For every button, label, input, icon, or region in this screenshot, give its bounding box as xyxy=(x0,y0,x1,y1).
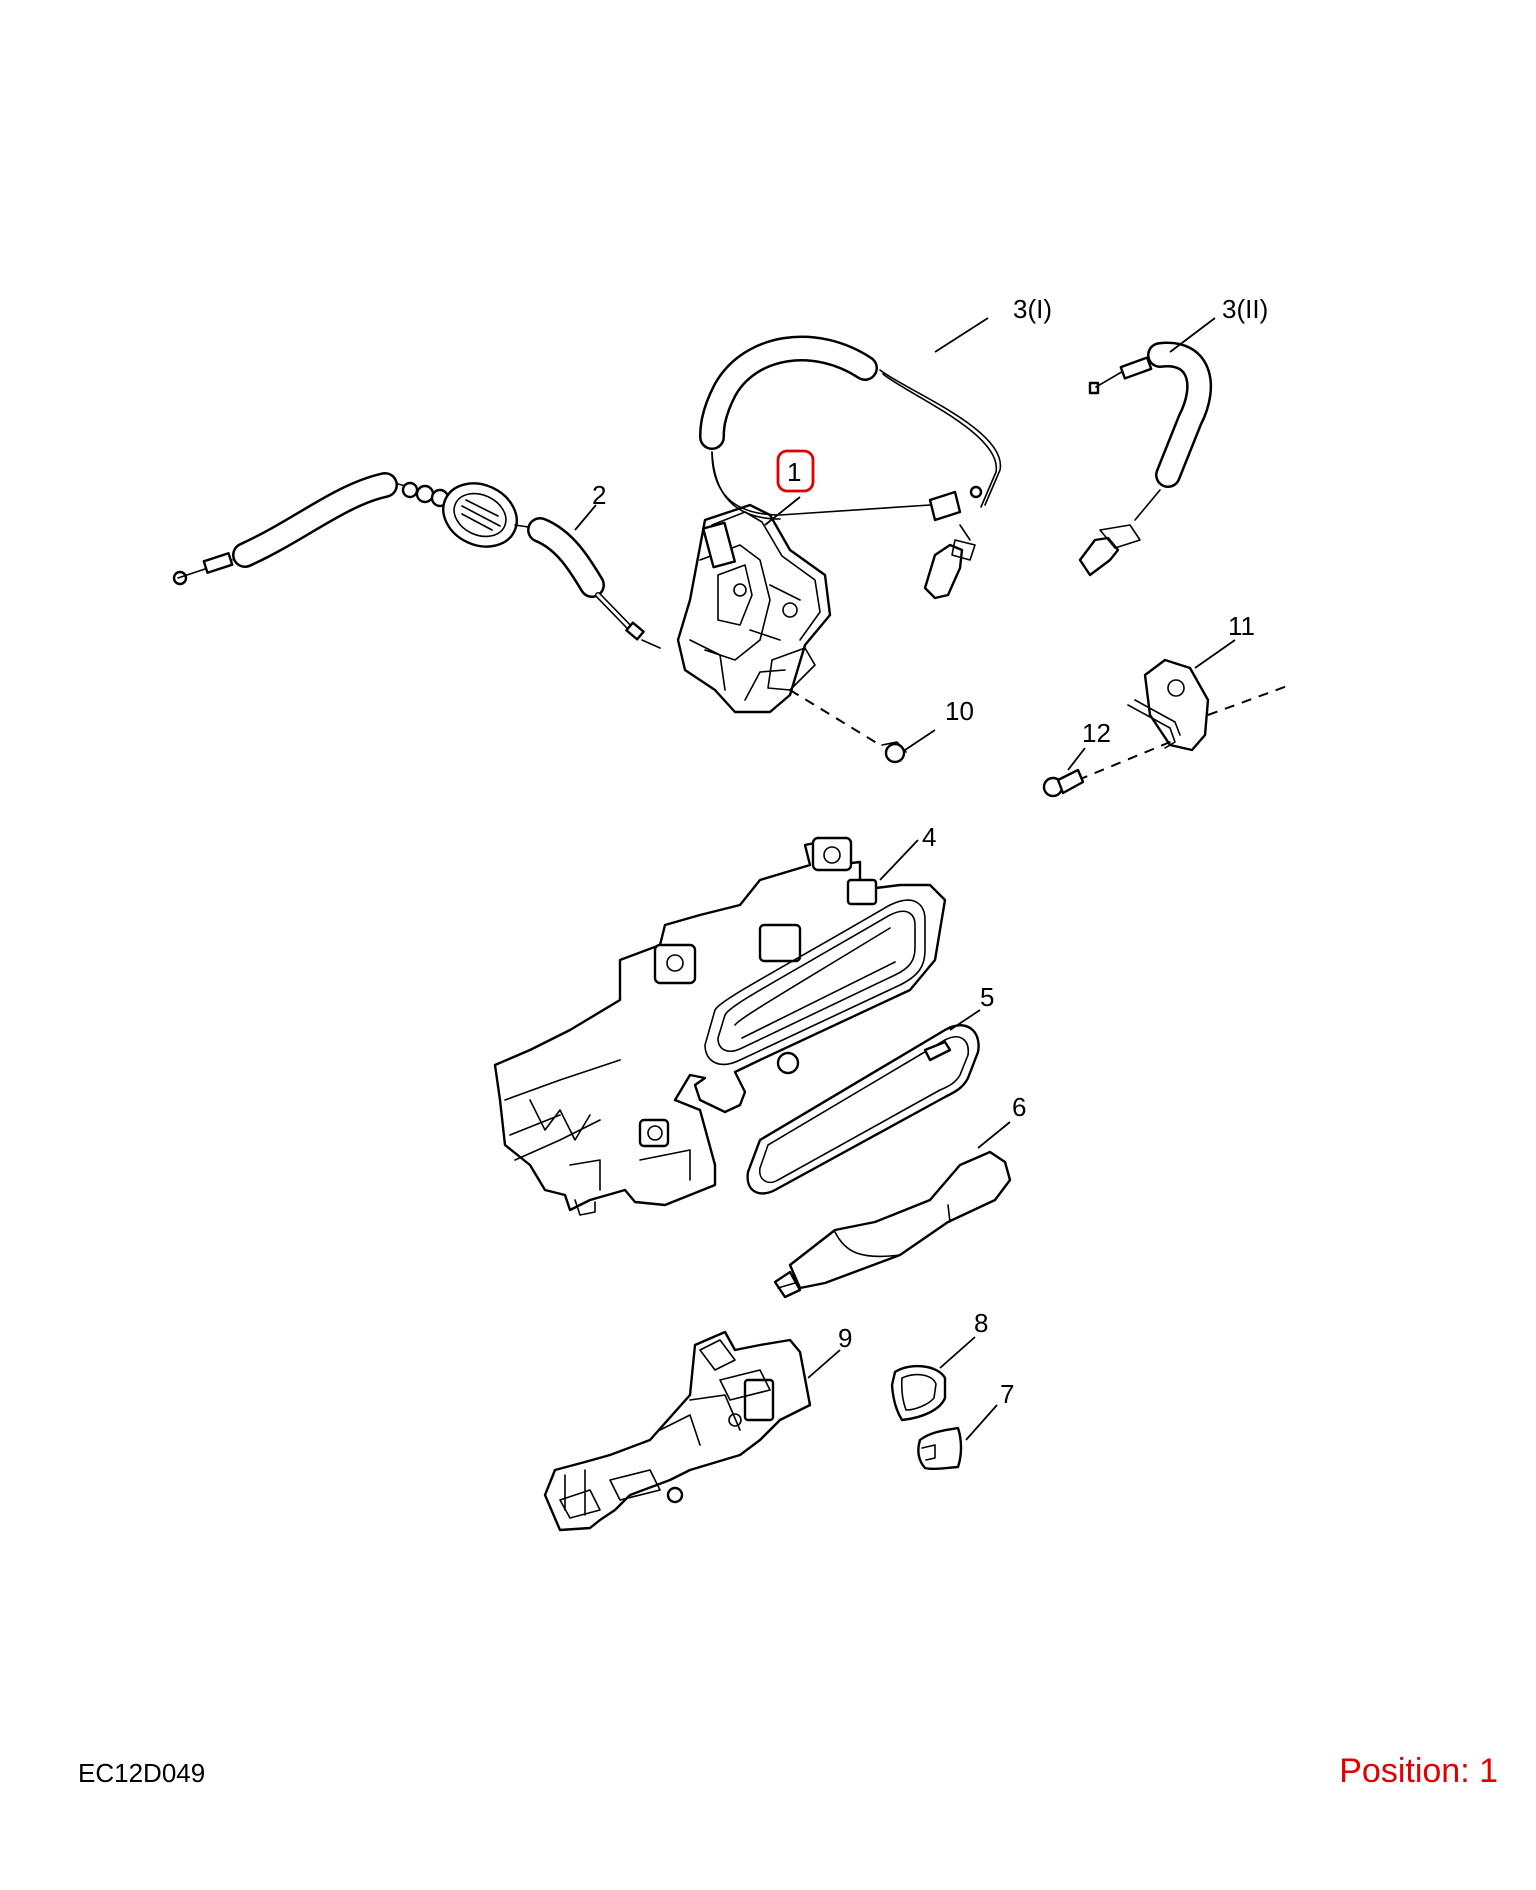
callout-12[interactable]: 12 xyxy=(1082,718,1111,748)
leader-12 xyxy=(1067,747,1086,771)
part-1-door-latch[interactable] xyxy=(676,503,832,714)
leader-3-i xyxy=(934,317,989,353)
part-7-cap[interactable] xyxy=(917,1426,963,1471)
part-2-release-cable[interactable] xyxy=(172,472,661,649)
position-label: Position: 1 xyxy=(1339,1752,1498,1790)
part-10-latch-screw[interactable] xyxy=(881,741,907,764)
callout-3-ii[interactable]: 3(II) xyxy=(1222,294,1268,324)
leader-lines xyxy=(574,317,1236,1441)
callout-8[interactable]: 8 xyxy=(974,1308,988,1338)
selected-callout-highlight xyxy=(776,449,815,493)
callout-2[interactable]: 2 xyxy=(592,480,606,510)
callout-5[interactable]: 5 xyxy=(980,982,994,1012)
diagram-code: EC12D049 xyxy=(78,1758,206,1788)
part-8-escutcheon[interactable] xyxy=(890,1364,947,1422)
leader-9 xyxy=(807,1349,841,1379)
callout-1[interactable]: 1 xyxy=(787,457,801,487)
part-9-handle-bracket[interactable] xyxy=(543,1330,812,1532)
fixing-line-11 xyxy=(1207,684,1291,716)
fixing-line-1 xyxy=(789,689,881,746)
part-5-gasket[interactable] xyxy=(746,1024,980,1195)
leader-7 xyxy=(965,1404,998,1441)
cable-grommet xyxy=(442,482,518,548)
leader-3-ii xyxy=(1169,317,1216,353)
leader-5 xyxy=(949,1009,981,1031)
part-11-striker[interactable] xyxy=(1127,658,1210,752)
leader-2 xyxy=(574,504,597,531)
callout-3-i[interactable]: 3(I) xyxy=(1013,294,1052,324)
callout-10[interactable]: 10 xyxy=(945,696,974,726)
callout-11[interactable]: 11 xyxy=(1228,611,1255,641)
leader-8 xyxy=(939,1336,976,1369)
callout-4[interactable]: 4 xyxy=(922,822,936,852)
leader-1 xyxy=(764,496,801,526)
leader-6 xyxy=(977,1121,1011,1149)
leader-10 xyxy=(904,729,936,751)
part-4-handle-carrier[interactable] xyxy=(493,836,947,1216)
callout-9[interactable]: 9 xyxy=(838,1323,852,1353)
part-3-i-cable[interactable] xyxy=(699,335,1001,600)
callout-7[interactable]: 7 xyxy=(1000,1379,1014,1409)
part-3-ii-cable[interactable] xyxy=(1078,341,1213,577)
callout-labels: 1 2 3(I) 3(II) 4 5 6 7 8 9 10 11 12 xyxy=(592,294,1268,1409)
leader-11 xyxy=(1194,639,1236,669)
callout-6[interactable]: 6 xyxy=(1012,1092,1026,1122)
leader-4 xyxy=(879,839,919,881)
part-12-striker-bolt[interactable] xyxy=(1042,768,1085,798)
part-6-exterior-handle[interactable] xyxy=(773,1150,1012,1299)
